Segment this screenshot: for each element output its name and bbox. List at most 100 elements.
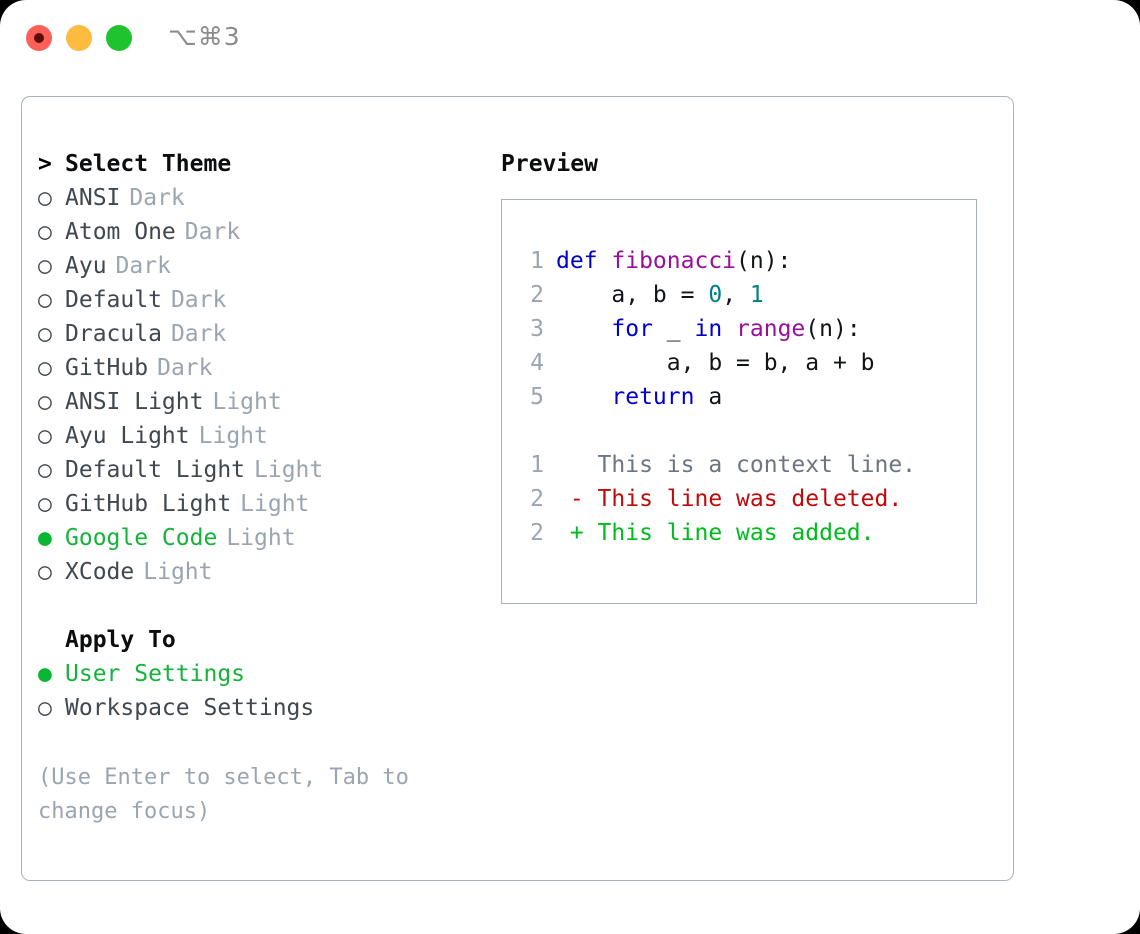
theme-option-label: Ayu [65, 253, 107, 279]
code-line-number: 3 [530, 316, 544, 342]
code-token-fn: range [736, 316, 806, 342]
theme-kind-badge: Dark [129, 185, 185, 211]
code-line: 3 for _ in range(n): [516, 312, 976, 346]
diff-line-ctx: 1 This is a context line. [516, 448, 976, 482]
code-token-num: 1 [749, 282, 764, 308]
code-token-num: 0 [708, 282, 723, 308]
theme-option-label: Google Code [65, 525, 218, 551]
theme-option-label: Ayu Light [65, 423, 190, 449]
diff-line-content: This is a context line. [556, 452, 917, 478]
code-line-content: return a [556, 380, 722, 414]
apply-to-label: Apply To [65, 627, 176, 653]
theme-kind-badge: Light [240, 491, 310, 517]
theme-kind-badge: Light [226, 525, 296, 551]
theme-kind-badge: Dark [157, 355, 213, 381]
prompt-marker: > [38, 151, 52, 177]
theme-option-label: Default Light [65, 457, 246, 483]
theme-option-label: Atom One [65, 219, 176, 245]
theme-option-label: ANSI Light [65, 389, 204, 415]
theme-kind-badge: Light [254, 457, 324, 483]
code-line: 4 a, b = b, a + b [516, 346, 976, 380]
radio-selected-icon: ● [38, 525, 52, 551]
theme-option-label: GitHub Light [65, 491, 232, 517]
theme-option-google-code[interactable]: ● Google Code Light [38, 521, 488, 555]
diff-line-del: 2 - This line was deleted. [516, 482, 976, 516]
code-line-content: def fibonacci(n): [556, 244, 791, 278]
theme-option-github[interactable]: ○ GitHub Dark [38, 351, 488, 385]
radio-unselected-icon: ○ [38, 457, 52, 483]
diff-sample: 1 This is a context line.2 - This line w… [516, 448, 976, 550]
page-title: Select Theme [65, 151, 232, 177]
radio-unselected-icon: ○ [38, 219, 52, 245]
radio-unselected-icon: ○ [38, 695, 52, 721]
code-token-kw: in [694, 316, 723, 342]
window-controls [26, 25, 132, 51]
code-token-kw: def [556, 248, 612, 274]
theme-option-default-light[interactable]: ○ Default Light Light [38, 453, 488, 487]
maximize-button[interactable] [106, 25, 132, 51]
radio-unselected-icon: ○ [38, 423, 52, 449]
keyboard-shortcut-label: ⌥⌘3 [168, 22, 241, 51]
diff-line-number: 2 [530, 520, 544, 546]
radio-unselected-icon: ○ [38, 491, 52, 517]
close-button[interactable] [26, 25, 52, 51]
code-line-number: 4 [530, 350, 544, 376]
theme-option-github-light[interactable]: ○ GitHub Light Light [38, 487, 488, 521]
code-token-txt: a [694, 384, 723, 410]
theme-kind-badge: Dark [170, 287, 227, 313]
diff-line-content: - This line was deleted. [556, 486, 903, 512]
select-theme-heading: > Select Theme [38, 147, 488, 181]
apply-to-option-list: ●User Settings ○ Workspace Settings [38, 657, 488, 725]
apply-to-option-label: Workspace Settings [65, 695, 315, 721]
theme-option-label: GitHub [65, 355, 149, 381]
code-line-number: 5 [530, 384, 544, 410]
theme-option-label: Dracula [65, 321, 162, 347]
apply-to-option-workspace-settings[interactable]: ○ Workspace Settings [38, 691, 488, 725]
code-diff-separator [516, 414, 976, 448]
code-token-kw: return [611, 384, 695, 410]
radio-unselected-icon: ○ [38, 321, 52, 347]
code-token-txt [556, 384, 611, 410]
preview-title: Preview [501, 151, 598, 177]
code-token-txt [722, 316, 736, 342]
apply-to-option-label: User Settings [65, 661, 246, 687]
code-line-number: 2 [530, 282, 544, 308]
theme-option-ansi[interactable]: ○ ANSI Dark [38, 181, 488, 215]
code-token-txt: a, b = b, a + b [556, 350, 875, 376]
list-spacer [38, 589, 488, 623]
apply-to-option-user-settings[interactable]: ●User Settings [38, 657, 488, 691]
minimize-button[interactable] [66, 25, 92, 51]
theme-option-label: ANSI [65, 185, 121, 211]
code-token-txt: (n): [805, 316, 861, 342]
diff-line-content: + This line was added. [556, 520, 875, 546]
radio-unselected-icon: ○ [38, 185, 52, 211]
radio-unselected-icon: ○ [38, 287, 52, 313]
diff-line-number: 2 [530, 486, 544, 512]
code-token-txt: (n): [736, 248, 792, 274]
code-line: 5 return a [516, 380, 976, 414]
title-bar: ⌥⌘3 [0, 0, 1140, 78]
diff-line-number: 1 [530, 452, 544, 478]
radio-unselected-icon: ○ [38, 253, 52, 279]
keyboard-hint-text: (Use Enter to select, Tab to change focu… [38, 765, 423, 824]
radio-unselected-icon: ○ [38, 355, 52, 381]
code-token-txt: _ [652, 316, 695, 342]
code-token-txt [556, 316, 611, 342]
theme-kind-badge: Light [143, 559, 213, 585]
apply-to-heading: Apply To [38, 623, 488, 657]
